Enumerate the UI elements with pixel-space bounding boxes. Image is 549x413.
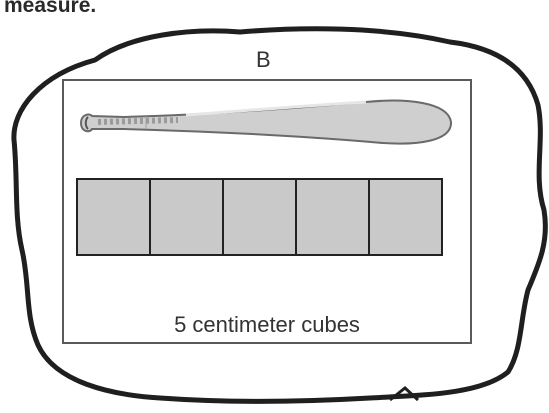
- option-label: B: [256, 47, 271, 73]
- centimeter-cube: [295, 178, 370, 256]
- centimeter-cube: [222, 178, 297, 256]
- centimeter-cube: [368, 178, 443, 256]
- cube-row: [76, 178, 441, 256]
- baseball-bat-image: [76, 92, 456, 156]
- cube-count-caption: 5 centimeter cubes: [62, 312, 472, 338]
- centimeter-cube: [76, 178, 151, 256]
- centimeter-cube: [149, 178, 224, 256]
